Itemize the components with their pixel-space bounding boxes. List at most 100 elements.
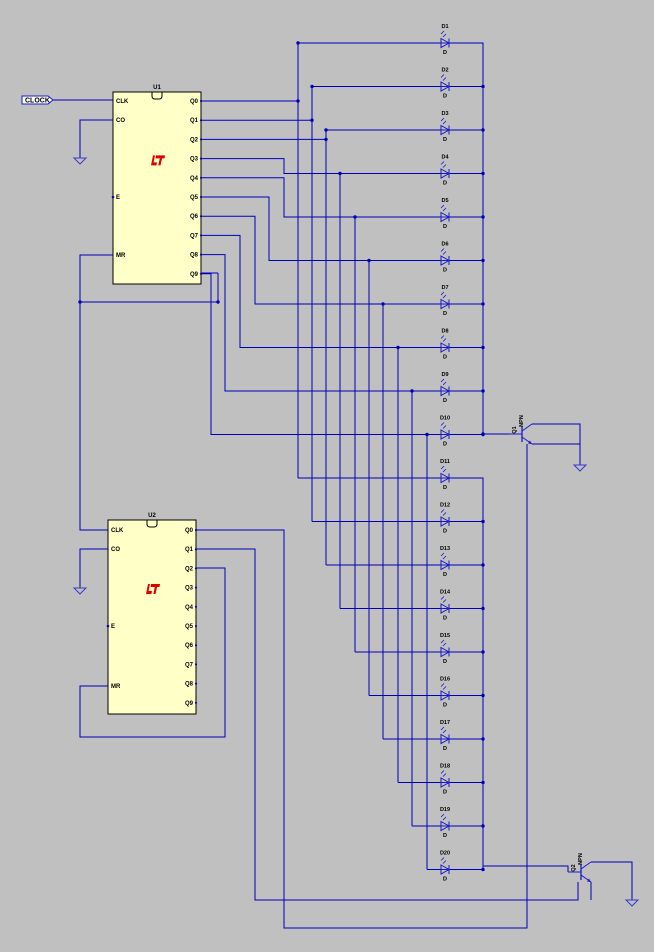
diode-ref: D15 [440,633,450,639]
diode-value: D [443,529,447,535]
junction-dot [481,519,485,524]
junction-dot [381,302,385,306]
junction-dot [481,650,485,654]
ic-pin-label: E [116,195,120,201]
light-arrow-icon [440,74,447,81]
junction-dot [481,128,485,132]
wire [201,234,398,348]
junction-dot [481,432,485,436]
ic-pin-label: Q6 [190,214,199,220]
ic-pin-label: CLK [116,99,129,105]
light-arrow-icon [440,204,447,212]
diode-d7: D7D [440,285,451,317]
light-arrow-icon [440,683,447,690]
junctions [78,41,485,872]
junction-dot [425,432,429,437]
net-label-text: CLOCK [25,98,50,105]
logo-t [155,155,165,166]
junction-dot [481,606,485,611]
lt-logo-icon [146,584,160,595]
wire [79,119,113,158]
diode-ref: D3 [441,111,448,117]
pin-dot [199,215,203,218]
diode-ref: D10 [440,416,450,422]
light-arrow-icon [440,770,447,777]
junction-dot [481,258,485,263]
light-arrow-icon [440,596,447,603]
diode-ref: D7 [441,285,448,291]
diode-value: D [443,485,447,491]
diode-ref: D9 [441,372,448,378]
light-arrow-icon [440,335,447,342]
transistor-value: NPN [519,415,525,427]
diode-value: D [443,703,447,709]
light-arrow-icon [440,726,447,734]
diode-d6: D6D [440,242,451,274]
ic-ref: U2 [148,513,156,519]
diode-ref: D11 [440,459,450,465]
ic-pin-label: Q0 [185,528,194,534]
logo-t [150,584,160,595]
pin-dot [199,138,203,141]
clock-net-label: CLOCK [21,95,54,105]
ic-pin-label: MR [111,684,121,690]
ic-ref: U1 [153,85,161,91]
wire [201,273,427,435]
ic-pin-label: Q4 [190,176,199,182]
junction-dot [296,99,300,103]
light-arrow-icon [440,291,447,299]
ic-pin-label: Q0 [190,99,199,105]
diode-d4: D4D [440,155,451,187]
pin-dot [194,701,198,704]
diode-ref: D13 [440,546,450,552]
junction-dot [410,389,414,393]
junction-dot [216,300,220,304]
ic-pin-label: Q9 [190,272,199,278]
junction-dot [78,300,82,304]
ic-notch [151,92,163,100]
wire [196,548,579,901]
ground-icon [572,464,588,472]
diode-d9: D9D [440,372,451,404]
light-arrow-icon [440,857,447,864]
ground-icon [72,157,88,165]
emitter-arrow-icon [528,440,532,444]
light-arrow-icon [440,117,447,125]
junction-dot [396,345,400,350]
transistor-collector [580,861,592,870]
diode-value: D [443,224,447,230]
ic-pin-label: Q3 [185,586,194,592]
ic-body [107,519,197,715]
diode-value: D [443,616,447,622]
junction-dot [481,824,485,828]
ic-pin-label: Q2 [190,137,199,143]
light-arrow-icon [440,161,447,168]
transistor-ref: Q2 [571,864,577,871]
junction-dot [481,345,485,350]
light-arrow-icon [440,422,447,429]
ic-pin-label: Q5 [185,624,194,630]
ic-notch [146,520,158,528]
ground-icon [72,587,88,595]
ic-pin-label: Q4 [185,605,194,611]
diode-ref: D14 [440,590,451,596]
pin-dot [199,176,203,179]
pin-dot [199,253,203,256]
junction-dot [481,389,485,393]
diode-value: D [443,659,447,665]
light-arrow-icon [440,552,447,560]
ic-pin-label: E [111,624,115,630]
wire [196,444,528,929]
ic-pin-label: CO [116,118,125,124]
diode-ref: D5 [441,198,448,204]
wire [79,548,108,588]
junction-dot [481,780,485,785]
pin-dot [199,157,203,160]
diode-value: D [443,442,447,448]
diode-d2: D2D [440,68,451,100]
diode-d5: D5D [440,198,451,230]
ic-pin-label: Q8 [185,682,194,688]
